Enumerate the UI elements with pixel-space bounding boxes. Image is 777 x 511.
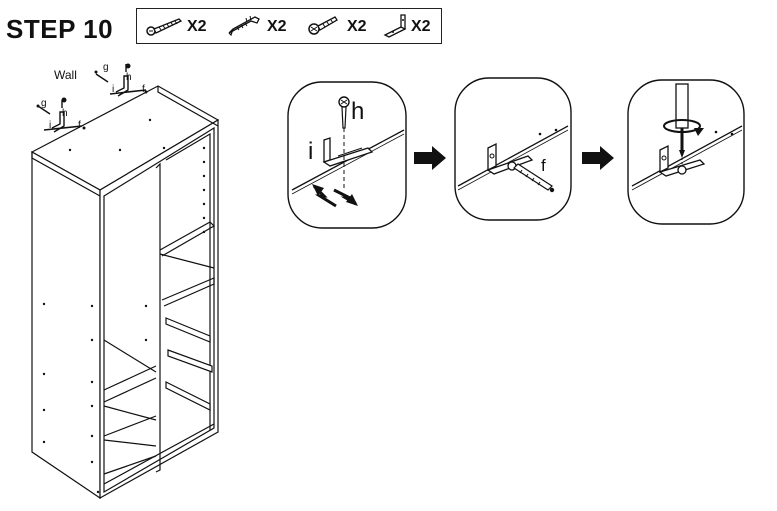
label-f-front: f — [78, 120, 81, 131]
label-i-front: i — [49, 120, 52, 131]
detail-1-label-i: i — [308, 138, 314, 165]
part-qty: X2 — [187, 18, 207, 35]
label-g-back: g — [103, 62, 109, 73]
detail-2-label-f: f — [541, 156, 546, 175]
detail-1-label-h: h — [351, 98, 365, 125]
label-g-front: g — [41, 98, 47, 109]
detail-2 — [454, 77, 572, 221]
part-screw: X2 — [145, 9, 215, 43]
part-angle-bracket: X2 — [381, 9, 443, 43]
overview-screws — [36, 63, 148, 130]
wall-label: Wall — [54, 68, 77, 82]
screw-icon — [146, 18, 183, 36]
part-qty: X2 — [267, 18, 287, 35]
part-wall-plug: X2 — [225, 9, 295, 43]
label-f-back: f — [142, 84, 145, 95]
label-h-front: h — [62, 108, 68, 119]
short-screw-icon — [308, 16, 338, 35]
label-i-back: i — [112, 84, 115, 95]
wardrobe-holes — [42, 118, 206, 494]
wall-plug-icon — [228, 15, 260, 37]
part-short-screw: X2 — [305, 9, 375, 43]
parts-list: X2 X2 X2 X2 — [136, 8, 442, 44]
detail-3 — [627, 79, 745, 225]
part-qty: X2 — [411, 18, 431, 35]
arrow-1 — [414, 146, 446, 170]
label-h-back: h — [126, 72, 132, 83]
detail-1 — [287, 81, 407, 229]
step-title: STEP 10 — [6, 14, 114, 44]
angle-bracket-icon — [383, 14, 407, 38]
part-qty: X2 — [347, 18, 367, 35]
arrow-2 — [582, 146, 614, 170]
wardrobe-drawing — [30, 85, 220, 500]
